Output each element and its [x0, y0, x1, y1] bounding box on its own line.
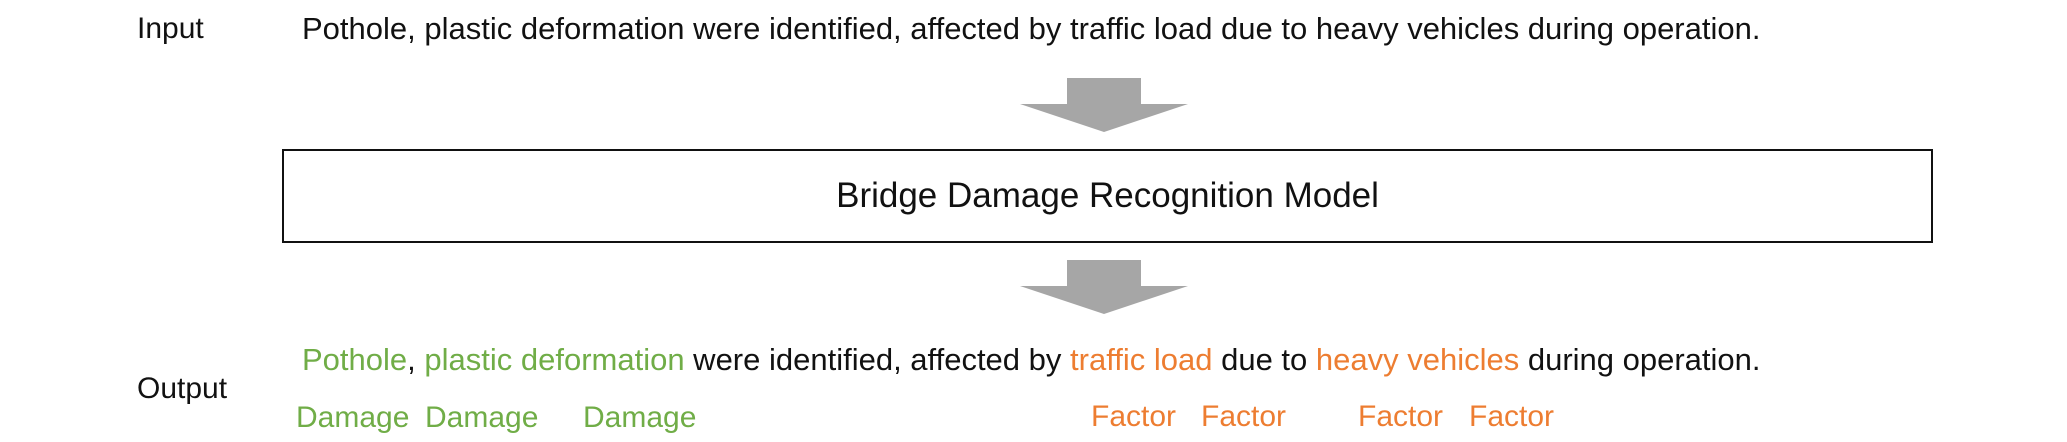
damage-entity: plastic deformation — [424, 342, 685, 377]
damage-tag: Damage — [425, 401, 539, 434]
damage-entity: Pothole — [302, 342, 408, 377]
output-text-segment: due to — [1212, 342, 1316, 377]
input-sentence: Pothole, plastic deformation were identi… — [302, 11, 1761, 46]
damage-tag: Damage — [296, 401, 410, 434]
factor-entity: traffic load — [1070, 342, 1213, 377]
output-text-segment: , — [407, 342, 425, 377]
down-arrow-icon — [1020, 78, 1188, 132]
output-label: Output — [137, 372, 228, 405]
factor-tag: Factor — [1469, 400, 1555, 433]
factor-tag: Factor — [1358, 400, 1444, 433]
damage-tag: Damage — [583, 401, 697, 434]
input-label: Input — [137, 12, 204, 45]
model-title: Bridge Damage Recognition Model — [836, 176, 1379, 215]
factor-entity: heavy vehicles — [1315, 342, 1520, 377]
output-text-segment: were identified, affected by — [684, 342, 1071, 377]
down-arrow-icon — [1020, 260, 1188, 314]
factor-tag: Factor — [1201, 400, 1287, 433]
output-sentence: Pothole, plastic deformation were identi… — [302, 342, 1761, 378]
output-text-segment: during operation. — [1519, 342, 1761, 377]
model-box: Bridge Damage Recognition Model — [282, 149, 1933, 243]
factor-tag: Factor — [1091, 400, 1177, 433]
